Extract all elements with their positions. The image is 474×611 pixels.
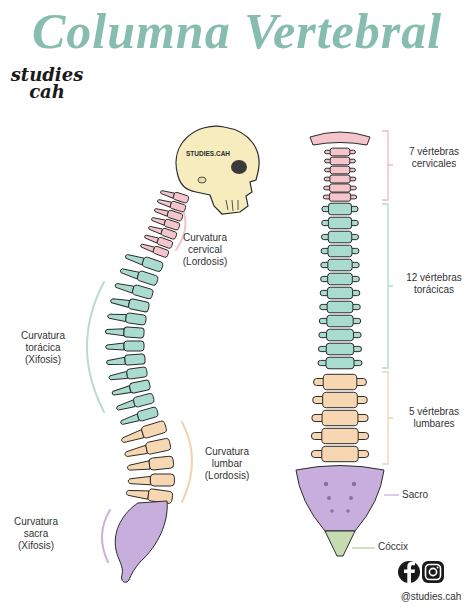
thoracic-vertebra: [119, 265, 159, 286]
social-icon: [429, 568, 436, 575]
thoracic-vertebra-front: [319, 315, 360, 327]
skull-watermark: STUDIES.CAH: [186, 150, 230, 158]
lumbar-vertebra-front: [312, 410, 368, 425]
region-bracket: [352, 547, 375, 548]
coccyx: [325, 531, 355, 556]
cervical-vertebra-front: [324, 175, 356, 183]
cervical-vertebra-front: [310, 132, 370, 201]
thoracic-vertebra-front: [322, 217, 359, 229]
cervical-vertebra-front: [324, 184, 357, 192]
sacrum-front: [346, 509, 350, 513]
curvature-label: Curvatura lumbar (Lordosis): [198, 446, 256, 482]
curvature-label: Curvatura torácica (Xifosis): [14, 330, 72, 366]
sacrum-front: [296, 466, 384, 532]
curvature-arc: [102, 510, 110, 562]
skull: [176, 126, 259, 214]
region-bracket: [352, 131, 399, 548]
region-bracket: [382, 131, 393, 200]
thoracic-vertebra: [108, 367, 148, 382]
thoracic-vertebra-front: [320, 301, 360, 313]
thoracic-vertebra-front: [319, 329, 361, 341]
cervical-vertebra-front: [325, 166, 356, 174]
thoracic-vertebra: [107, 310, 147, 325]
social-icon: [437, 566, 439, 568]
sacrum-front: [296, 466, 384, 532]
lumbar-vertebra: [124, 438, 172, 459]
region-label: Cóccix: [378, 541, 408, 553]
thoracic-vertebra: [105, 250, 163, 426]
cervical-vertebra-front: [325, 148, 356, 156]
thoracic-vertebra-front: [318, 357, 362, 369]
thoracic-vertebra: [110, 295, 150, 313]
curvature-arc: [182, 422, 192, 502]
thoracic-vertebra-front: [321, 259, 359, 271]
title: Columna Vertebral: [0, 4, 474, 59]
handle-label: @studies.cah: [388, 591, 474, 603]
curvature-arc: [87, 282, 104, 412]
lumbar-vertebra: [127, 456, 174, 473]
thoracic-vertebra: [114, 279, 154, 299]
cervical-vertebra: [140, 241, 170, 258]
thoracic-vertebra-front: [322, 203, 358, 215]
skull: [231, 160, 247, 174]
skull: [198, 177, 206, 183]
thoracic-vertebra-front: [322, 231, 359, 243]
region-label: 7 vértebras cervicales: [398, 146, 470, 170]
lumbar-vertebra-front: [311, 374, 368, 461]
thoracic-vertebra: [124, 250, 164, 272]
thoracic-vertebra-front: [318, 203, 362, 369]
lumbar-vertebra: [120, 420, 175, 503]
region-label: 5 vértebras lumbares: [398, 406, 470, 430]
social-icon: [426, 565, 441, 580]
sacrum-front: [349, 496, 353, 500]
thoracic-vertebra-front: [318, 343, 361, 355]
sacrum-front: [324, 482, 328, 486]
region-label: Sacro: [402, 489, 428, 501]
sacrum-side: [115, 501, 167, 582]
thoracic-vertebra-front: [321, 245, 359, 257]
cervical-vertebra: [140, 187, 190, 257]
lumbar-vertebra: [128, 474, 174, 486]
region-bracket: [382, 204, 393, 368]
social-icon: [422, 561, 444, 583]
lumbar-vertebra-front: [311, 446, 368, 461]
thoracic-vertebra: [106, 341, 145, 351]
region-label: 12 vértebras torácicas: [398, 272, 470, 296]
lumbar-vertebra-front: [313, 392, 368, 407]
sacrum-front: [327, 496, 331, 500]
social-icon: [398, 561, 420, 583]
thoracic-vertebra: [105, 326, 144, 339]
lumbar-vertebra-front: [314, 374, 367, 389]
thoracic-vertebra: [106, 354, 145, 367]
cervical-vertebra-front: [323, 193, 356, 201]
skull: [226, 200, 238, 211]
social-icon: [398, 561, 444, 583]
curvature-label: Curvatura sacra (Xifosis): [8, 516, 64, 552]
sacrum-front: [352, 482, 356, 486]
social-icon: [404, 562, 415, 583]
thoracic-vertebra-front: [321, 273, 360, 285]
region-bracket: [382, 372, 393, 464]
curvature-label: Curvatura cervical (Lordosis): [176, 232, 234, 268]
skull: [176, 126, 259, 214]
lumbar-vertebra-front: [311, 428, 368, 443]
watermark-logo: studies cah: [6, 66, 88, 100]
sacrum-front: [330, 509, 334, 513]
thoracic-vertebra-front: [320, 287, 360, 299]
cervical-vertebra-front: [325, 157, 356, 165]
cervical-vertebra-front: [310, 132, 370, 145]
region-bracket: [384, 494, 399, 495]
